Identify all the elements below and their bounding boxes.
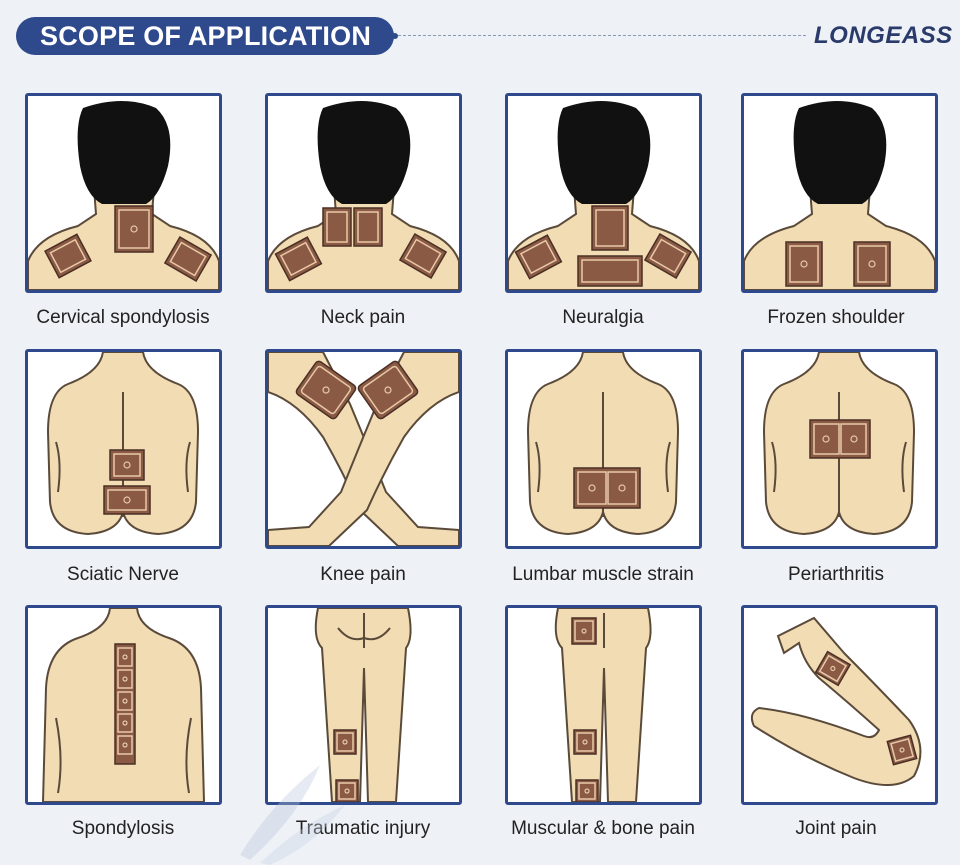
page-title: SCOPE OF APPLICATION <box>16 17 398 55</box>
header-divider <box>398 35 806 36</box>
card-frozen-shoulder <box>741 93 938 293</box>
leaf-decoration-icon <box>240 765 345 865</box>
card-muscular-bone-pain <box>505 605 702 805</box>
joint-pain-illustration <box>750 616 922 787</box>
card-neuralgia <box>505 93 702 293</box>
caption-muscular-bone-pain: Muscular & bone pain <box>511 818 695 839</box>
header: SCOPE OF APPLICATION LONGEASS <box>0 0 960 75</box>
card-cervical-spondylosis <box>25 93 222 293</box>
caption-neuralgia: Neuralgia <box>562 307 644 328</box>
knee-pain-illustration <box>268 352 459 546</box>
periarthritis-illustration <box>762 352 916 536</box>
caption-cervical-spondylosis: Cervical spondylosis <box>36 307 210 328</box>
sciatic-nerve-illustration <box>46 352 200 536</box>
card-joint-pain <box>741 605 938 805</box>
card-neck-pain <box>265 93 462 293</box>
muscular-bone-pain-illustration <box>554 608 652 802</box>
frozen-shoulder-illustration <box>744 101 935 290</box>
caption-spondylosis: Spondylosis <box>71 818 175 839</box>
caption-traumatic-injury: Traumatic injury <box>295 818 431 839</box>
card-knee-pain <box>265 349 462 549</box>
lumbar-strain-illustration <box>526 352 680 536</box>
caption-neck-pain: Neck pain <box>320 307 406 328</box>
brand-logo: LONGEASS <box>814 22 953 49</box>
card-lumbar-muscle-strain <box>505 349 702 549</box>
card-spondylosis <box>25 605 222 805</box>
caption-periarthritis: Periarthritis <box>787 564 885 585</box>
caption-sciatic-nerve: Sciatic Nerve <box>67 564 179 585</box>
caption-lumbar-muscle-strain: Lumbar muscle strain <box>512 564 694 585</box>
cervical-illustration <box>28 101 219 290</box>
neuralgia-illustration <box>508 101 699 290</box>
caption-frozen-shoulder: Frozen shoulder <box>767 307 905 328</box>
card-periarthritis <box>741 349 938 549</box>
neck-pain-illustration <box>268 101 459 290</box>
traumatic-injury-illustration <box>314 608 412 802</box>
card-traumatic-injury <box>265 605 462 805</box>
caption-knee-pain: Knee pain <box>320 564 406 585</box>
card-sciatic-nerve <box>25 349 222 549</box>
caption-joint-pain: Joint pain <box>795 818 877 839</box>
spondylosis-illustration <box>41 608 206 802</box>
